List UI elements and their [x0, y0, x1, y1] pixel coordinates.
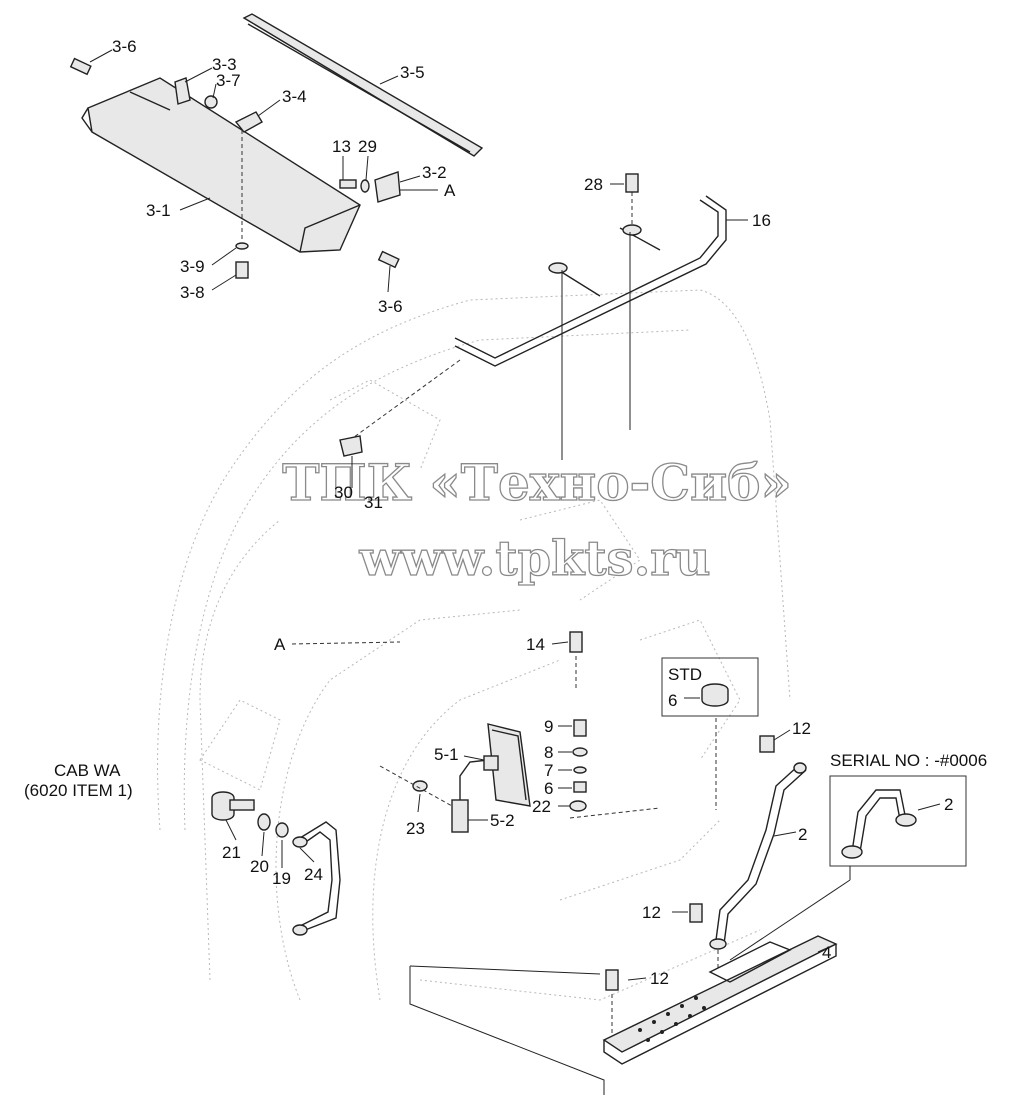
label-12-bottom: 12 — [650, 969, 669, 988]
label-3-4: 3-4 — [282, 87, 307, 106]
label-STD: STD — [668, 665, 702, 684]
label-A-top: A — [444, 181, 456, 200]
std-box — [661, 657, 759, 810]
label-23: 23 — [406, 819, 425, 838]
upper-leaders — [89, 49, 438, 293]
label-8: 8 — [544, 743, 553, 762]
watermark-line2: www.tpkts.ru — [359, 531, 711, 587]
label-6-std: 6 — [668, 691, 677, 710]
callout-labels: 3-6 3-3 3-7 3-5 3-4 13 29 3-2 A 3-1 3-9 … — [24, 37, 987, 988]
serial-box — [729, 775, 967, 961]
label-5-1: 5-1 — [434, 745, 459, 764]
strip-3-5 — [242, 13, 484, 157]
label-20: 20 — [250, 857, 269, 876]
label-19: 19 — [272, 869, 291, 888]
leader-A — [291, 641, 401, 645]
label-3-8: 3-8 — [180, 283, 205, 302]
label-6: 6 — [544, 779, 553, 798]
label-3-9: 3-9 — [180, 257, 205, 276]
label-5-2: 5-2 — [490, 811, 515, 830]
label-3-7: 3-7 — [216, 71, 241, 90]
handrail-16 — [339, 173, 748, 488]
label-22: 22 — [532, 797, 551, 816]
left-handle-24 — [211, 791, 341, 936]
label-14: 14 — [526, 635, 545, 654]
visor-fasteners — [69, 57, 401, 279]
label-12-mid: 12 — [642, 903, 661, 922]
label-4: 4 — [822, 943, 831, 962]
label-3-3: 3-3 — [212, 55, 237, 74]
label-6020-item: (6020 ITEM 1) — [24, 781, 133, 800]
step-plate-4 — [409, 935, 838, 1095]
grab-handle-2 — [672, 729, 807, 968]
label-7: 7 — [544, 761, 553, 780]
cab-outline — [157, 289, 791, 1001]
label-30: 30 — [334, 483, 353, 502]
label-3-5: 3-5 — [400, 63, 425, 82]
label-21: 21 — [222, 843, 241, 862]
label-13: 13 — [332, 137, 351, 156]
label-28: 28 — [584, 175, 603, 194]
label-16: 16 — [752, 211, 771, 230]
watermark-line1: ТПК «Техно-Сиб» — [282, 453, 792, 512]
watermark: ТПК «Техно-Сиб» www.tpkts.ru — [282, 452, 793, 587]
label-3-6-top: 3-6 — [112, 37, 137, 56]
label-9: 9 — [544, 717, 553, 736]
label-3-1: 3-1 — [146, 201, 171, 220]
label-3-6-bottom: 3-6 — [378, 297, 403, 316]
label-24: 24 — [304, 865, 323, 884]
label-31: 31 — [364, 493, 383, 512]
visor-3-1 — [81, 77, 361, 253]
label-3-2: 3-2 — [422, 163, 447, 182]
label-12-top: 12 — [792, 719, 811, 738]
label-A-mid: A — [274, 635, 286, 654]
mirror-assembly — [379, 631, 661, 833]
label-serial-no: SERIAL NO : -#0006 — [830, 751, 987, 770]
label-cab-wa: CAB WA — [54, 761, 121, 780]
label-29: 29 — [358, 137, 377, 156]
label-2-serial: 2 — [944, 795, 953, 814]
label-2-handle: 2 — [798, 825, 807, 844]
